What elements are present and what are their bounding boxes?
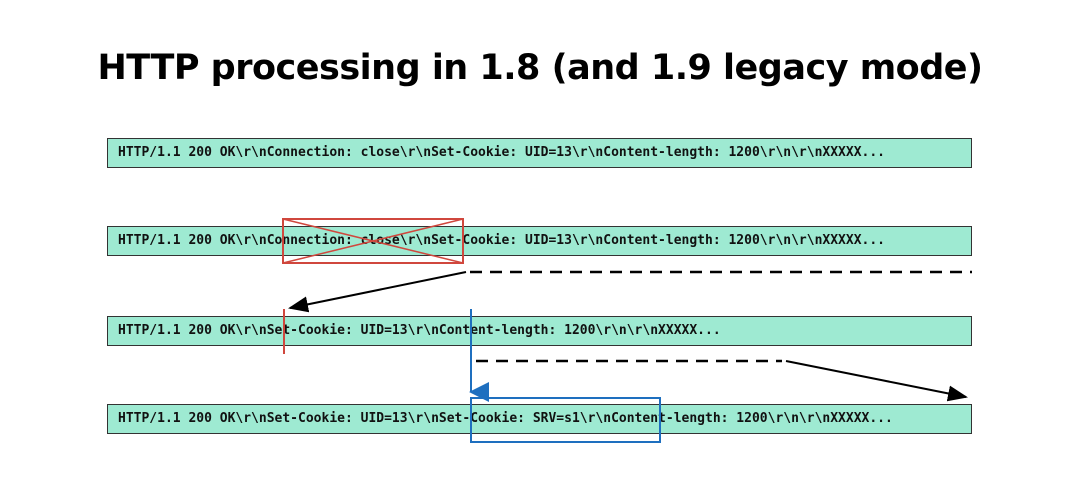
shift-left-arrow [288, 271, 467, 313]
response-row-original: HTTP/1.1 200 OK\r\nConnection: close\r\n… [107, 138, 972, 168]
diagram-title: HTTP processing in 1.8 (and 1.9 legacy m… [97, 48, 983, 88]
shift-right-arrow [785, 360, 968, 402]
inserted-header-box [470, 397, 661, 443]
response-row-after-insertion: HTTP/1.1 200 OK\r\nSet-Cookie: UID=13\r\… [107, 404, 972, 434]
cross-line-2 [282, 218, 464, 264]
response-row-after-removal: HTTP/1.1 200 OK\r\nSet-Cookie: UID=13\r\… [107, 316, 972, 346]
response-row-removal: HTTP/1.1 200 OK\r\nConnection: close\r\n… [107, 226, 972, 256]
removed-header-box [282, 218, 464, 264]
